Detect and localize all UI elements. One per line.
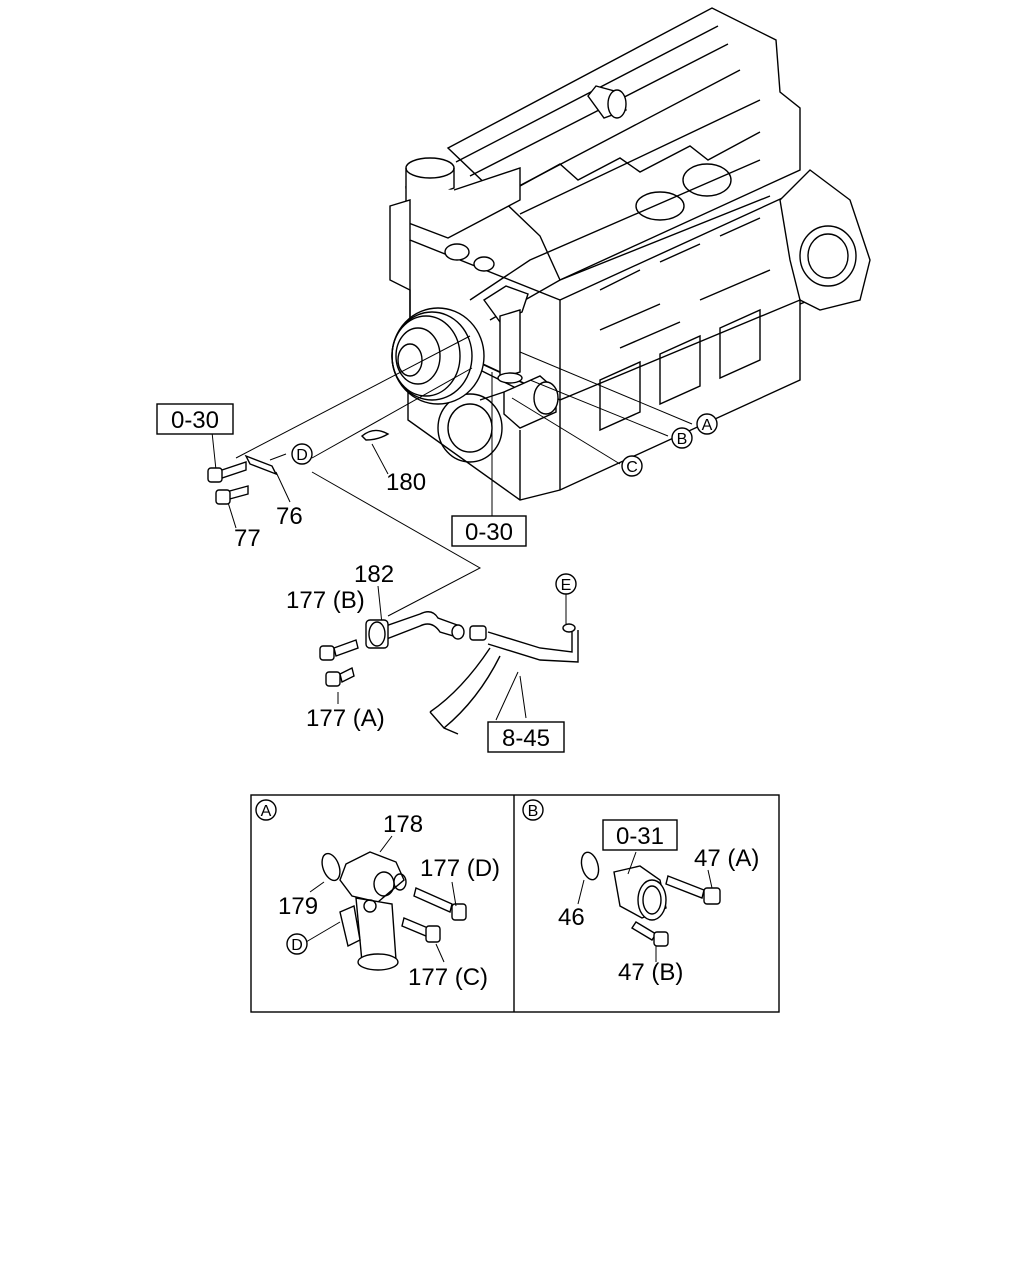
svg-text:B: B [528,803,539,820]
part-label-76: 76 [276,503,303,530]
ref-label-8-45: 8-45 [502,725,550,752]
part-label-177d: 177 (D) [420,855,500,882]
detail-panel-b: B 0-31 [522,799,721,962]
panel-b-label: B [522,799,544,821]
callout-D: D [291,443,313,465]
leader-lines [211,335,693,721]
part-label-179: 179 [278,893,318,920]
water-pipe-drawing [319,611,579,735]
ref-box-0-30-center[interactable]: 0-30 [451,515,527,547]
part-label-47b: 47 (B) [618,959,683,986]
callout-C: C [621,455,643,477]
svg-text:E: E [561,577,572,594]
ref-box-0-31[interactable]: 0-31 [602,819,678,851]
svg-text:B: B [677,431,688,448]
svg-text:A: A [702,417,713,434]
o-ring-180-drawing [360,429,390,441]
part-label-46: 46 [558,904,585,931]
svg-text:D: D [291,937,303,954]
part-label-178: 178 [383,811,423,838]
part-label-47a: 47 (A) [694,845,759,872]
panel-a-label: A [255,799,277,821]
gasket-76-drawing [244,454,278,476]
pulley-drawing [391,307,485,405]
ref-box-0-30-left[interactable]: 0-30 [156,403,234,435]
ref-label-0-30-center: 0-30 [465,519,513,546]
ref-box-8-45[interactable]: 8-45 [487,721,565,753]
part-label-77: 77 [234,525,261,552]
part-label-177a: 177 (A) [306,705,385,732]
callout-E: E [555,573,577,595]
part-label-177b: 177 (B) [286,587,365,614]
callout-B: B [671,427,693,449]
engine-block-drawing [389,7,871,501]
callout-A: A [696,413,718,435]
detail-panel-a: A [255,799,467,971]
callout-D-detail: D [286,933,308,955]
thermostat-housing-178-drawing [339,851,407,971]
svg-text:A: A [261,803,272,820]
water-outlet-drawing [613,865,667,921]
bolt-77-drawing [215,485,249,505]
part-label-177c: 177 (C) [408,964,488,991]
ref-label-0-31: 0-31 [616,823,664,850]
part-label-180: 180 [386,469,426,496]
part-label-182: 182 [354,561,394,588]
bolt-upper-left-drawing [207,461,247,483]
svg-text:C: C [626,459,638,476]
ref-label-0-30-left: 0-30 [171,407,219,434]
svg-text:D: D [296,447,308,464]
detail-frame [250,794,780,1013]
